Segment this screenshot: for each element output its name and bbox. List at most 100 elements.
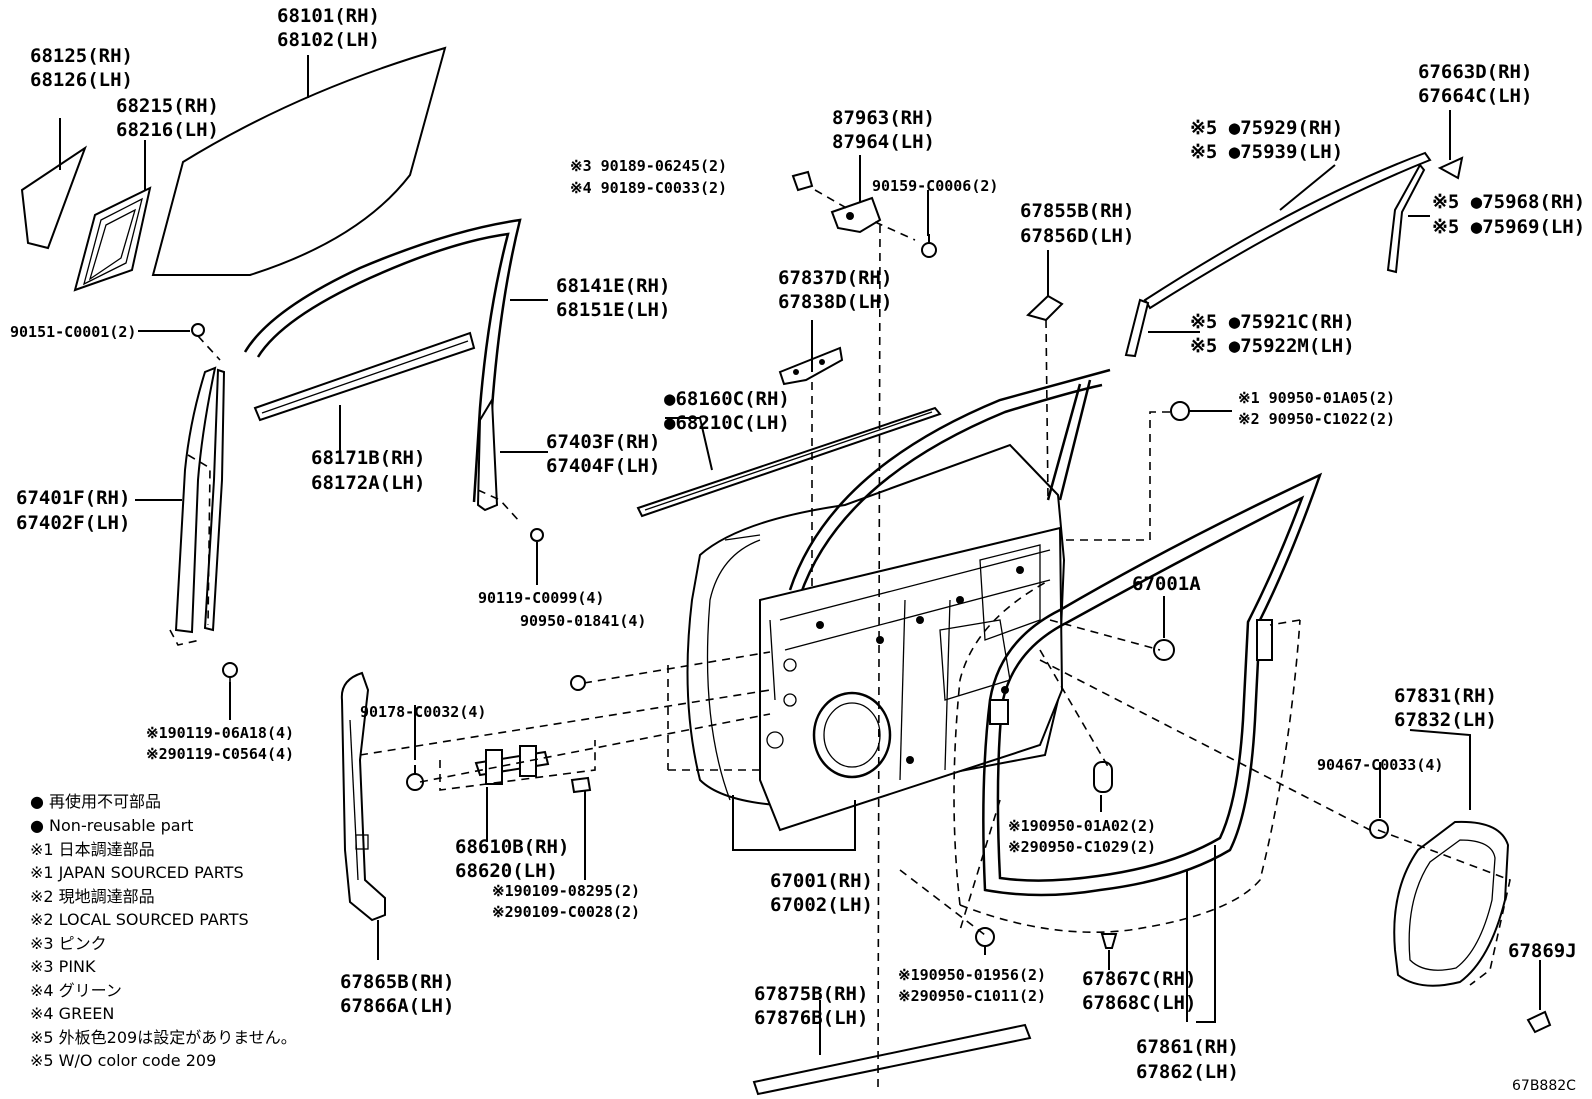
service-hole-cover-part: [1393, 820, 1510, 987]
label-75968-line2: ※5 ●75969(LH): [1432, 216, 1585, 238]
label-67403-line2: 67404F(LH): [546, 455, 660, 477]
label-90950a: ※1 90950-01A05(2) ※2 90950-C1022(2): [1238, 389, 1395, 428]
label-90467: 90467-C0033(4): [1317, 756, 1443, 774]
label-90178: 90178-C0032(4): [360, 703, 486, 721]
legend-line-8: ※3 PINK: [30, 957, 96, 976]
bolt-90119b-part: [222, 662, 238, 678]
label-68101-line2: 68102(LH): [277, 29, 380, 51]
label-67001-line1: 67001(RH): [770, 870, 873, 892]
label-67867: 67867C(RH) 67868C(LH): [1082, 968, 1196, 1014]
label-67831: 67831(RH) 67832(LH): [1394, 685, 1497, 731]
label-90950a-line2: ※2 90950-C1022(2): [1238, 410, 1395, 428]
label-68125-line2: 68126(LH): [30, 69, 133, 91]
front-sash-seal-part: [203, 368, 226, 632]
label-68215: 68215(RH) 68216(LH): [116, 95, 219, 141]
legend-line-9: ※4 グリーン: [30, 981, 122, 1000]
label-90467-line1: 90467-C0033(4): [1317, 756, 1443, 774]
label-87963-line2: 87964(LH): [832, 131, 935, 153]
quarter-glass-part: [20, 145, 88, 250]
label-87963-line1: 87963(RH): [832, 107, 935, 129]
grommet-90950a-part: [1170, 401, 1190, 421]
front-moulding-part: [1124, 298, 1150, 358]
speaker-hole: [812, 691, 892, 779]
label-67401-line2: 67402F(LH): [16, 512, 130, 534]
label-75968: ※5 ●75968(RH) ※5 ●75969(LH): [1432, 191, 1585, 238]
label-75968-line1: ※5 ●75968(RH): [1432, 191, 1585, 213]
cover-67663-part: [1437, 156, 1464, 180]
label-75929-line1: ※5 ●75929(RH): [1190, 117, 1343, 139]
legend: ● 再使用不可部品 ● Non-reusable part ※1 日本調達部品 …: [30, 792, 297, 1070]
label-87963: 87963(RH) 87964(LH): [832, 107, 935, 153]
label-90950b: 90950-01841(4): [520, 612, 646, 630]
clip-90189-part: [791, 170, 814, 192]
legend-line-7: ※3 ピンク: [30, 934, 107, 953]
label-67837: 67837D(RH) 67838D(LH): [778, 267, 892, 313]
label-90189-line2: ※4 90189-C0033(2): [570, 179, 727, 197]
label-90119b-line2: ※290119-C0564(4): [146, 745, 294, 763]
legend-line-2: ● Non-reusable part: [30, 816, 193, 835]
label-67403-line1: 67403F(RH): [546, 431, 660, 453]
label-90950d-line1: ※190950-01956(2): [898, 966, 1046, 984]
label-90109: ※190109-08295(2) ※290109-C0028(2): [492, 882, 640, 921]
label-67831-line1: 67831(RH): [1394, 685, 1497, 707]
label-68610: 68610B(RH) 68620(LH): [455, 836, 569, 882]
label-67861-line2: 67862(LH): [1136, 1061, 1239, 1083]
legend-line-11: ※5 外板色209は設定がありません。: [30, 1028, 297, 1047]
pad-67869-part: [1526, 1010, 1552, 1034]
label-67869: 67869J: [1508, 940, 1577, 962]
label-75921-line1: ※5 ●75921C(RH): [1190, 311, 1355, 333]
bracket-67855-part: [1026, 294, 1064, 322]
label-90950b-line1: 90950-01841(4): [520, 612, 646, 630]
label-67837-line2: 67838D(LH): [778, 291, 892, 313]
label-68101-line1: 68101(RH): [277, 5, 380, 27]
label-68610-line2: 68620(LH): [455, 860, 558, 882]
label-90159: 90159-C0006(2): [872, 177, 998, 195]
label-90950c-line2: ※290950-C1029(2): [1008, 838, 1156, 856]
mirror-bracket-part: [830, 196, 882, 234]
label-90119a-line1: 90119-C0099(4): [478, 589, 604, 607]
label-67865-line2: 67866A(LH): [340, 995, 454, 1017]
plug-90950c-part: [1093, 761, 1113, 793]
label-68160-line1: ●68160C(RH): [664, 388, 790, 410]
label-67855-line1: 67855B(RH): [1020, 200, 1134, 222]
label-68215-line1: 68215(RH): [116, 95, 219, 117]
label-90950d: ※190950-01956(2) ※290950-C1011(2): [898, 966, 1046, 1005]
label-68125-line1: 68125(RH): [30, 45, 133, 67]
label-68610-line1: 68610B(RH): [455, 836, 569, 858]
label-67663: 67663D(RH) 67664C(LH): [1418, 61, 1532, 107]
label-67001-line2: 67002(LH): [770, 894, 873, 916]
label-90189: ※3 90189-06245(2) ※4 90189-C0033(2): [570, 157, 727, 197]
bolt-90119a-part: [530, 528, 544, 542]
door-garnish-part: [340, 671, 386, 922]
upper-moulding-part: [1143, 151, 1432, 310]
label-67865: 67865B(RH) 67866A(LH): [340, 971, 454, 1017]
legend-line-6: ※2 LOCAL SOURCED PARTS: [30, 910, 249, 929]
label-67875-line2: 67876B(LH): [754, 1007, 868, 1029]
label-67869-line1: 67869J: [1508, 940, 1577, 962]
front-sash-part: [174, 366, 217, 634]
label-68160: ●68160C(RH) ●68210C(LH): [664, 388, 790, 434]
label-67867-line2: 67868C(LH): [1082, 992, 1196, 1014]
label-68125: 68125(RH) 68126(LH): [30, 45, 133, 91]
label-68141-line1: 68141E(RH): [556, 275, 670, 297]
legend-line-12: ※5 W/O color code 209: [30, 1051, 216, 1070]
label-67865-line1: 67865B(RH): [340, 971, 454, 993]
label-67855: 67855B(RH) 67856D(LH): [1020, 200, 1134, 247]
label-68141: 68141E(RH) 68151E(LH): [556, 275, 670, 321]
label-67663-line2: 67664C(LH): [1418, 85, 1532, 107]
label-67861-line1: 67861(RH): [1136, 1036, 1239, 1058]
legend-line-10: ※4 GREEN: [30, 1004, 114, 1023]
clip-67867-part: [1100, 933, 1118, 949]
label-90151-line1: 90151-C0001(2): [10, 323, 136, 341]
screw-90151-part: [191, 323, 205, 337]
label-67837-line1: 67837D(RH): [778, 267, 892, 289]
label-68141-line2: 68151E(LH): [556, 299, 670, 321]
label-90109-line1: ※190109-08295(2): [492, 882, 640, 900]
label-75921: ※5 ●75921C(RH) ※5 ●75922M(LH): [1190, 311, 1355, 357]
clip-90467-part: [1369, 819, 1389, 839]
label-67001: 67001(RH) 67002(LH): [770, 870, 873, 916]
label-90119b: ※190119-06A18(4) ※290119-C0564(4): [146, 724, 294, 763]
label-68101: 68101(RH) 68102(LH): [277, 5, 380, 51]
